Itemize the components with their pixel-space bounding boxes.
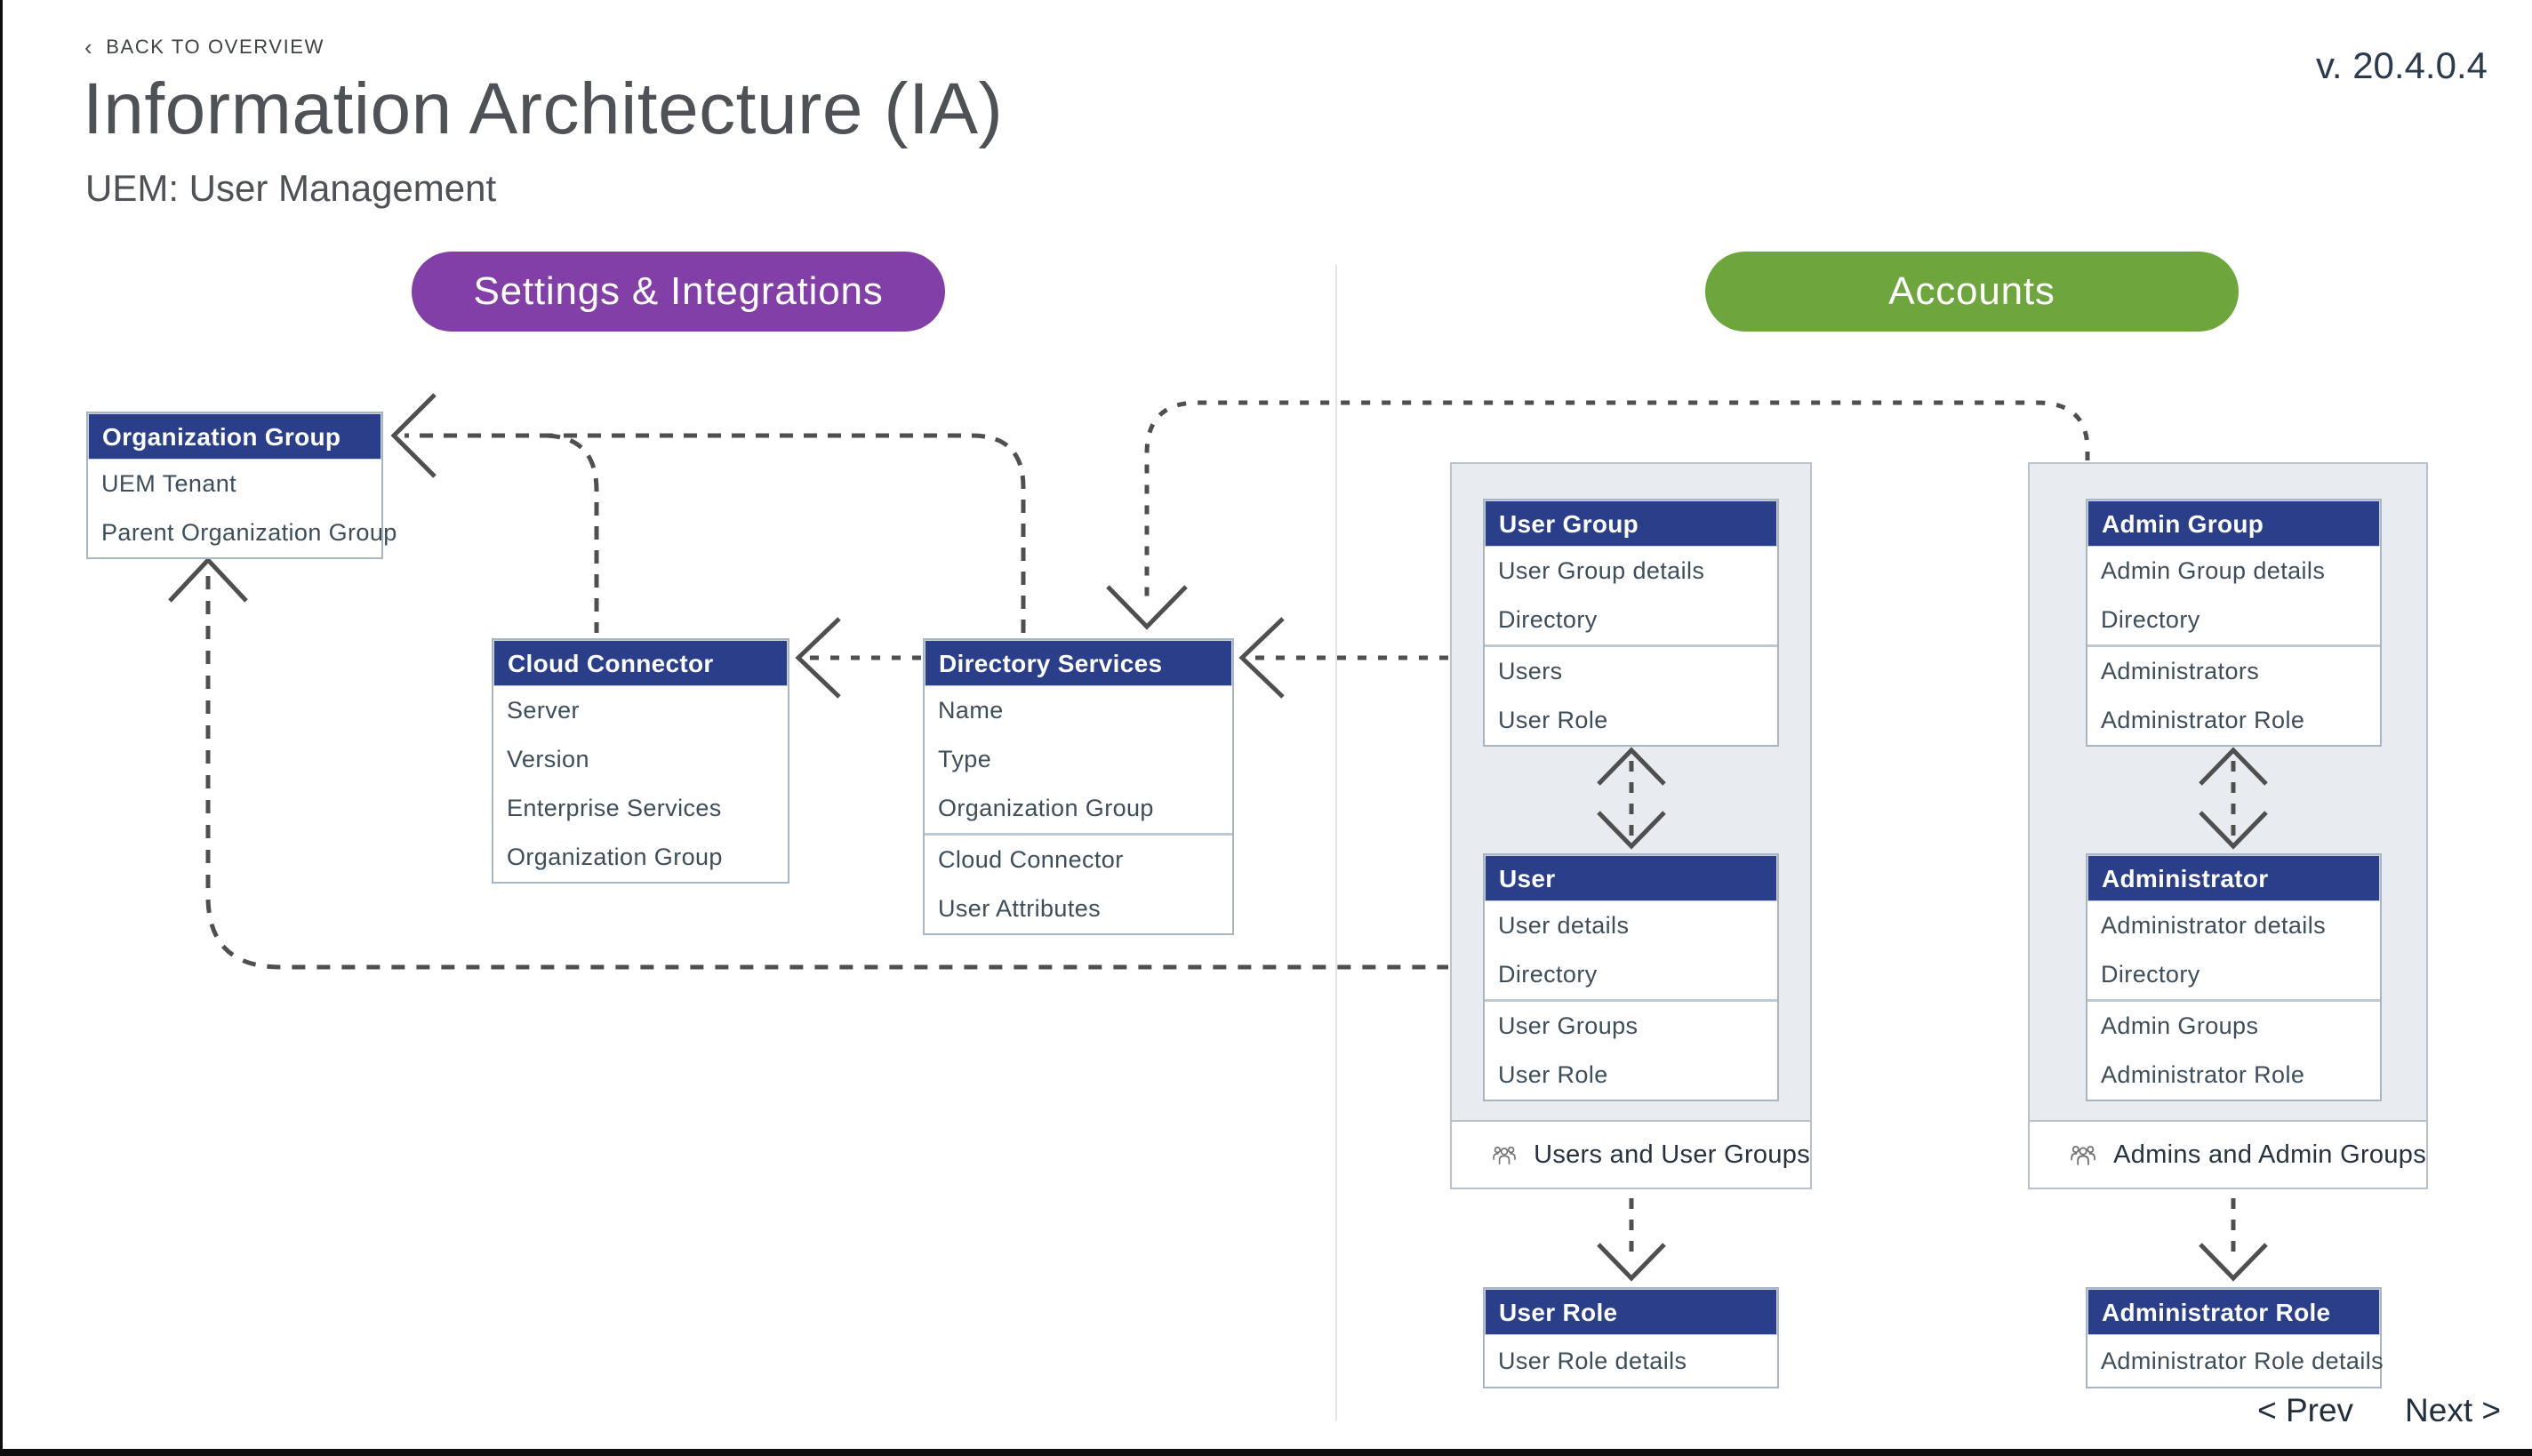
entity-row: Directory [1498,606,1598,633]
version-label: v. 20.4.0.4 [2315,44,2488,86]
entity-header: Administrator Role [2087,1289,2380,1335]
panel-footer-users: Users and User Groups [1450,1120,1812,1189]
arrowhead-at-directory-right [1238,617,1285,699]
slide-canvas: ‹ BACK TO OVERVIEW v. 20.4.0.4 Informati… [3,0,2532,1449]
back-to-overview-link[interactable]: ‹ BACK TO OVERVIEW [84,36,325,59]
back-chevron-icon: ‹ [84,34,94,60]
entity-row-group: Administrator Role details [2087,1335,2384,1387]
section-divider-line [1335,265,1337,1420]
entity-row: User details [1498,912,1630,939]
entity-row: User Groups [1498,1012,1639,1039]
arrowhead-at-orggroup-bottom [168,556,248,603]
entity-row: Parent Organization Group [101,519,397,546]
arrowhead-down-user [1597,811,1666,850]
arrow-branch-to-cloudconnector [546,433,599,633]
arrowhead-down-administrator [2199,811,2268,850]
arrow-userpanel-to-orggroup [205,576,1448,970]
entity-row: User Role [1498,1061,1608,1088]
entity-row: Version [507,746,589,772]
arrowhead-at-directory-top [1106,585,1188,630]
page-subtitle: UEM: User Management [85,167,497,209]
back-link-label: BACK TO OVERVIEW [106,36,325,58]
entity-row: Administrator Role [2101,1061,2305,1088]
arrowhead-at-adminrole [2199,1243,2268,1282]
panel-label-users: Users and User Groups [1534,1140,1810,1169]
entity-header: User Role [1485,1289,1777,1335]
entity-row: Server [507,697,580,724]
entity-row: Administrator Role [2101,707,2305,733]
section-pill-accounts: Accounts [1705,252,2239,332]
entity-header: Admin Group [2087,500,2380,547]
entity-row: Administrator Role details [2101,1348,2384,1374]
entity-row: Admin Groups [2101,1012,2259,1039]
page-title: Information Architecture (IA) [83,68,1004,149]
entity-row: Directory [1498,961,1598,988]
entity-header: User Group [1485,500,1777,547]
entity-row: Directory [2101,606,2200,633]
prev-button[interactable]: < Prev [2257,1392,2354,1428]
next-button[interactable]: Next > [2405,1392,2501,1428]
panel-footer-admins: Admins and Admin Groups [2028,1120,2428,1189]
entity-row: User Role [1498,707,1608,733]
arrow-adminpanel-to-directory [1144,400,2090,603]
entity-row: Name [938,697,1004,724]
section-pill-settings-integrations: Settings & Integrations [412,252,945,332]
entity-row-group: User Role details [1485,1335,1777,1387]
entity-row: Administrators [2101,658,2260,684]
entity-row: Organization Group [938,795,1154,821]
entity-row: Admin Group details [2101,557,2326,584]
entity-header: User [1485,855,1777,901]
arrowhead-at-userrole [1597,1243,1666,1282]
entity-row: User Group details [1498,557,1705,584]
users-group-icon [1493,1146,1516,1164]
entity-header: Directory Services [925,640,1232,686]
arrowhead-up-usergroup [1597,747,1666,786]
entity-row: Type [938,746,992,772]
entity-row: User Role details [1498,1348,1687,1374]
entity-header: Organization Group [88,413,381,460]
arrow-directory-to-orggroup [405,433,1026,633]
entity-row: Administrator details [2101,912,2326,939]
arrowhead-at-orggroup [390,393,437,478]
entity-header: Administrator [2087,855,2380,901]
pager-nav: < Prev Next > [2257,1392,2501,1429]
entity-row: Enterprise Services [507,795,722,821]
entity-row: Cloud Connector [938,846,1124,873]
connection-arrows [168,393,2268,1282]
arrowhead-at-cloudconnector-right [795,617,841,699]
entity-row: User Attributes [938,895,1102,922]
entity-row: UEM Tenant [101,470,237,497]
entity-header: Cloud Connector [493,640,788,686]
panel-label-admins: Admins and Admin Groups [2113,1140,2426,1169]
entity-row: Directory [2101,961,2200,988]
entity-row: Users [1498,658,1563,684]
arrowhead-up-admingroup [2199,747,2268,786]
entity-row: Organization Group [507,844,723,870]
admins-group-icon [2071,1146,2095,1165]
